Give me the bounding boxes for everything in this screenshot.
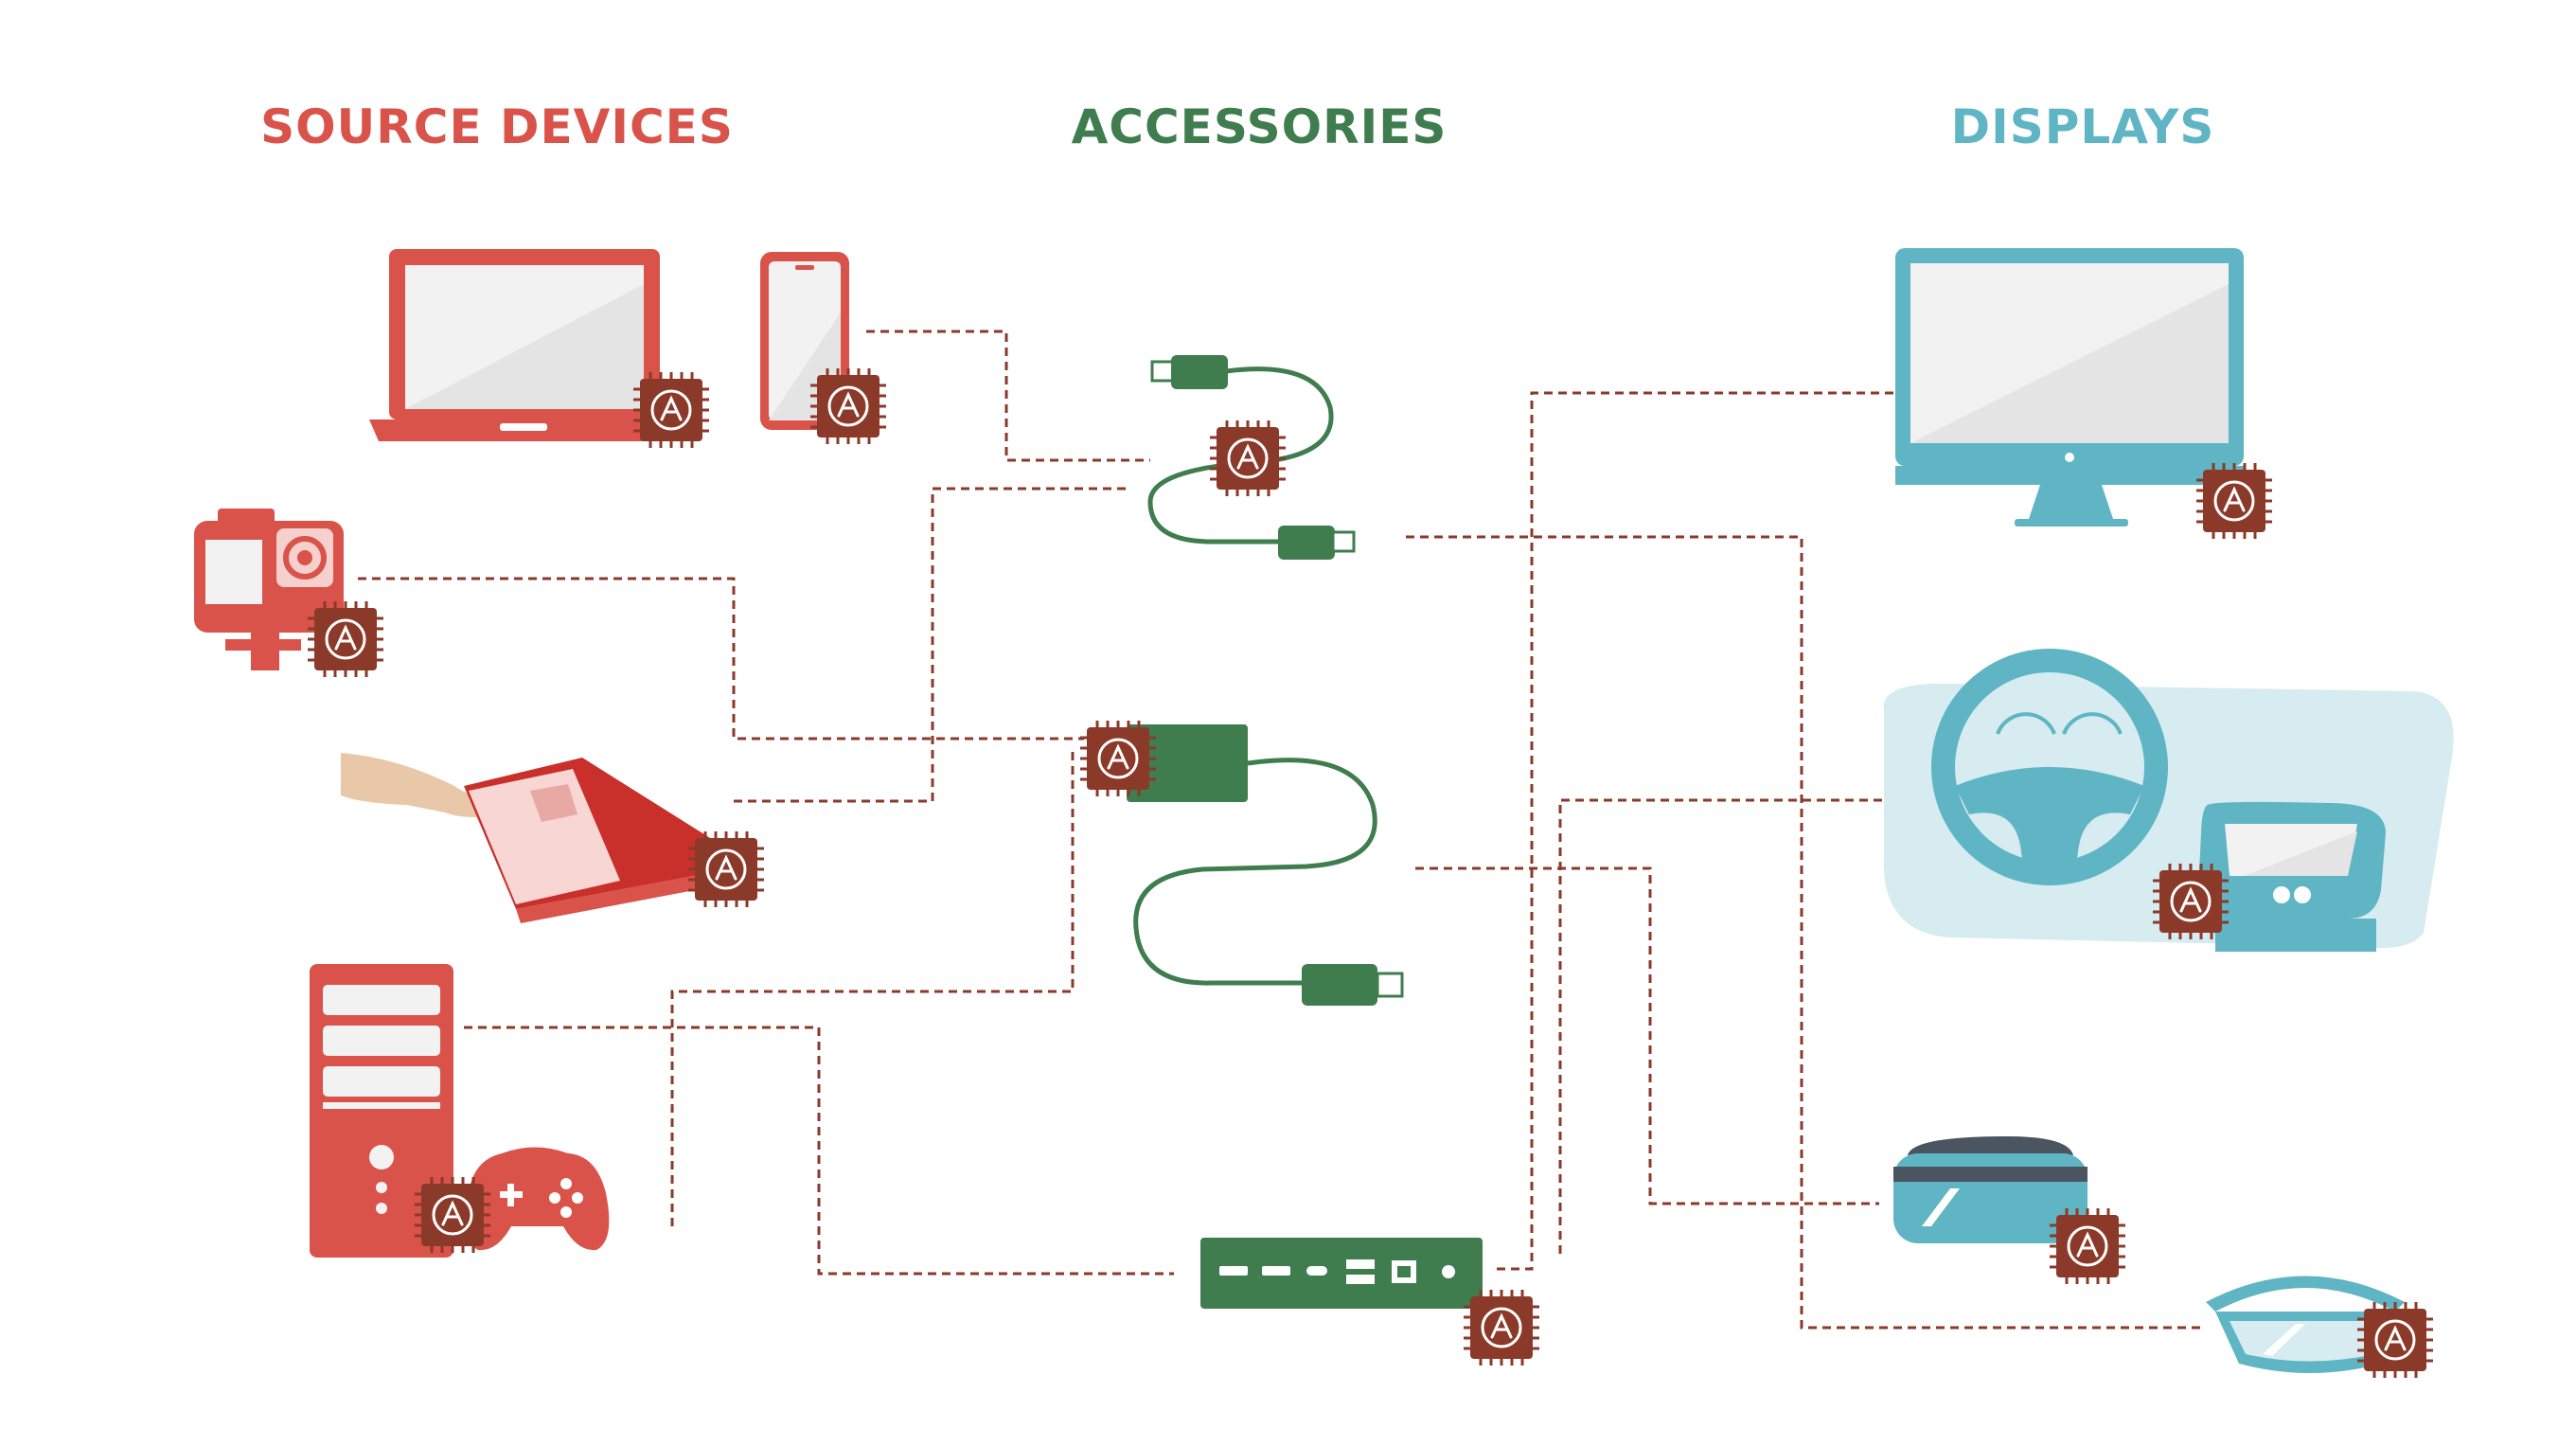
connector-desktop-dock: [464, 1026, 1174, 1276]
game-controller-icon: [465, 1147, 610, 1251]
chip-icon: [2151, 862, 2230, 941]
connector-tablet-cable: [734, 487, 1127, 803]
chip-icon: [686, 830, 766, 909]
laptop-icon: [369, 249, 680, 441]
desktop-tower-icon: [310, 964, 453, 1258]
heading-source-devices: SOURCE DEVICES: [260, 99, 734, 154]
heading-accessories: ACCESSORIES: [1071, 99, 1448, 154]
heading-displays: DISPLAYS: [1950, 99, 2215, 154]
monitor-icon: [1895, 248, 2244, 527]
connector-phone-cable: [866, 330, 1150, 462]
connector-car-dock: [1558, 798, 1882, 1258]
chip-icon: [1078, 719, 1158, 798]
ar-goggles-icon: [2206, 1276, 2405, 1373]
vr-headset-icon: [1893, 1136, 2087, 1243]
chip-icon: [2048, 1206, 2127, 1286]
connector-monitor-dock: [1496, 391, 1908, 1271]
chip-icon: [1462, 1288, 1541, 1367]
usb-c-adapter-icon: [1127, 724, 1404, 1006]
action-camera-icon: [194, 509, 344, 670]
chip-icon: [808, 366, 888, 446]
connector-adapter-vr: [1415, 866, 1879, 1205]
chip-icon: [2194, 461, 2274, 541]
tablet-pos-icon: [341, 753, 720, 923]
chip-icon: [413, 1175, 492, 1255]
docking-station-icon: [1200, 1238, 1483, 1309]
connector-lines: [358, 330, 2206, 1330]
chip-icon: [2355, 1300, 2435, 1380]
chip-icon: [306, 599, 385, 679]
connector-desktop-adapter: [670, 748, 1075, 1226]
car-dashboard-icon: [1883, 649, 2454, 952]
connector-camera-adapter: [358, 577, 1084, 741]
chip-icon: [1208, 419, 1288, 498]
chip-icon: [631, 370, 711, 450]
